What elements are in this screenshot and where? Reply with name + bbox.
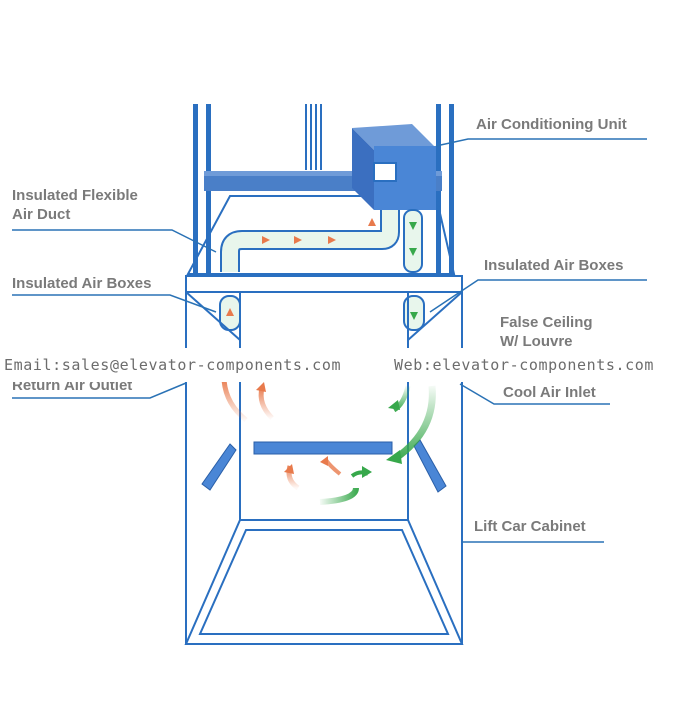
label-cabinet: Lift Car Cabinet [474, 518, 586, 535]
insulated-air-boxes [219, 295, 425, 331]
label-ac-unit: Air Conditioning Unit [476, 116, 627, 133]
label-false-ceiling-line1: False Ceiling [500, 314, 593, 331]
watermark-banner: Email:sales@elevator-components.com Web:… [0, 348, 677, 382]
flexible-air-duct [220, 209, 423, 273]
lift-car-cabinet [184, 291, 464, 645]
watermark-web: Web:elevator-components.com [394, 356, 655, 374]
label-air-boxes-right: Insulated Air Boxes [484, 257, 624, 274]
label-cool-air: Cool Air Inlet [503, 384, 596, 401]
ac-unit-box [352, 124, 436, 210]
label-flex-duct-line2: Air Duct [12, 206, 71, 223]
louvres [201, 439, 447, 493]
label-air-boxes-left: Insulated Air Boxes [12, 275, 152, 292]
watermark-email: Email:sales@elevator-components.com [4, 356, 342, 374]
label-false-ceiling-line2: W/ Louvre [500, 333, 573, 350]
label-flex-duct-line1: Insulated Flexible [12, 187, 138, 204]
airflow-arrows [221, 379, 436, 505]
leader-lines [12, 138, 647, 543]
